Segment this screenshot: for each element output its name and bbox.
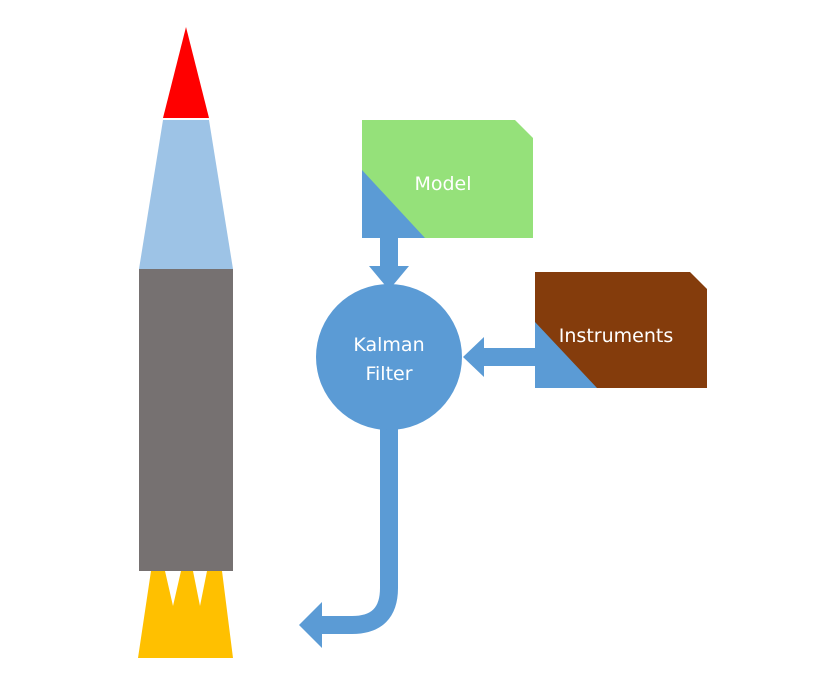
model-corner-accent bbox=[362, 170, 425, 238]
rocket bbox=[138, 27, 233, 658]
model-label: Model bbox=[414, 173, 471, 195]
model-node: Model bbox=[362, 120, 533, 238]
rocket-nose-cone bbox=[163, 27, 209, 118]
instruments-corner-accent bbox=[535, 322, 597, 388]
kalman-filter-circle bbox=[316, 284, 462, 430]
kalman-filter-node: Kalman Filter bbox=[316, 284, 462, 430]
rocket-exhaust-flame bbox=[138, 571, 233, 658]
instruments-box bbox=[535, 272, 707, 388]
filter-output-arrow bbox=[299, 420, 398, 648]
model-box bbox=[362, 120, 533, 238]
instruments-filter-connector bbox=[463, 337, 536, 377]
rocket-upper-stage bbox=[139, 120, 233, 269]
kalman-filter-label-line1: Kalman bbox=[353, 334, 424, 356]
instruments-label: Instruments bbox=[559, 325, 673, 347]
rocket-main-body bbox=[139, 269, 233, 571]
model-filter-connector bbox=[369, 238, 409, 290]
kalman-filter-label-line2: Filter bbox=[365, 363, 412, 385]
instruments-node: Instruments bbox=[535, 272, 707, 388]
